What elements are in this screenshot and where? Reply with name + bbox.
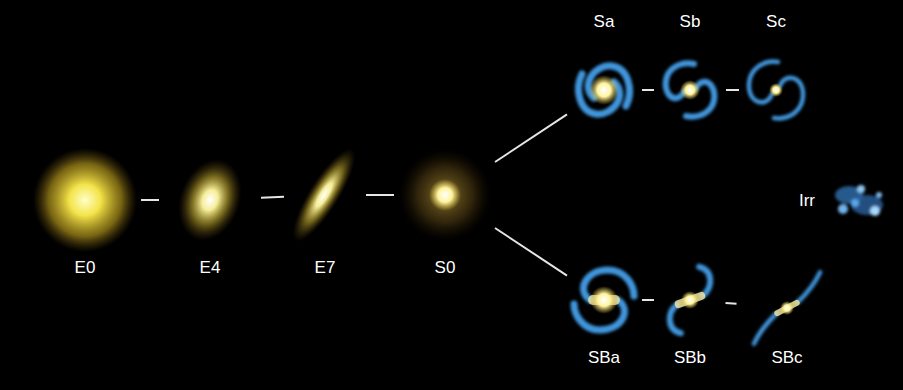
galaxy-type-label: E0 [75, 258, 96, 278]
connector-line [495, 228, 567, 276]
galaxy-node: Irr [825, 172, 890, 230]
connector-line [495, 114, 567, 162]
spiral-galaxy [666, 63, 715, 116]
galaxy-type-label: SBb [674, 348, 706, 368]
galaxy-node: Sc [745, 58, 807, 122]
connector-line [642, 89, 654, 91]
sequence-connector [366, 195, 394, 196]
galaxy-type-label: Sb [680, 12, 701, 32]
galaxy-node: Sa [572, 58, 636, 122]
elliptical-galaxy [167, 150, 252, 249]
galaxy-node: E7 [290, 140, 360, 250]
connector-line [726, 302, 737, 305]
sequence-connector [495, 114, 567, 162]
spiral-galaxy [749, 62, 803, 119]
sequence-connector [141, 200, 159, 201]
galaxy-type-label: Sa [594, 12, 615, 32]
sequence-connector [261, 197, 284, 198]
galaxy-node: SBc [742, 280, 832, 336]
connector-line [366, 194, 394, 196]
sequence-connector [726, 90, 739, 91]
connector-line [261, 197, 284, 198]
connector-line [726, 89, 739, 91]
sequence-connector [726, 302, 737, 304]
barred-spiral-galaxy [739, 272, 835, 343]
galaxy-type-label: S0 [435, 258, 456, 278]
connector-line [642, 299, 654, 301]
galaxy-type-label: Irr [799, 191, 815, 211]
galaxy-node: S0 [400, 150, 490, 240]
lenticular-galaxy [399, 149, 491, 241]
sequence-connector [495, 228, 567, 276]
barred-spiral-galaxy [574, 270, 634, 330]
irregular-galaxy [835, 185, 883, 216]
galaxy-node: Sb [660, 60, 720, 120]
galaxy-type-label: SBc [771, 348, 802, 368]
connector-line [141, 199, 159, 201]
galaxy-node: SBa [572, 268, 636, 332]
elliptical-galaxy [283, 141, 366, 248]
spiral-galaxy [578, 66, 629, 114]
sequence-connector [642, 300, 654, 301]
galaxy-node: E4 [165, 160, 255, 240]
elliptical-galaxy [33, 148, 137, 252]
galaxy-node: SBb [660, 270, 720, 330]
galaxy-type-label: E4 [200, 258, 221, 278]
sequence-connector [642, 90, 654, 91]
galaxy-type-label: SBa [588, 348, 620, 368]
barred-spiral-galaxy [655, 265, 724, 336]
galaxy-type-label: E7 [315, 258, 336, 278]
galaxy-type-label: Sc [766, 12, 786, 32]
galaxy-node: E0 [35, 150, 135, 250]
